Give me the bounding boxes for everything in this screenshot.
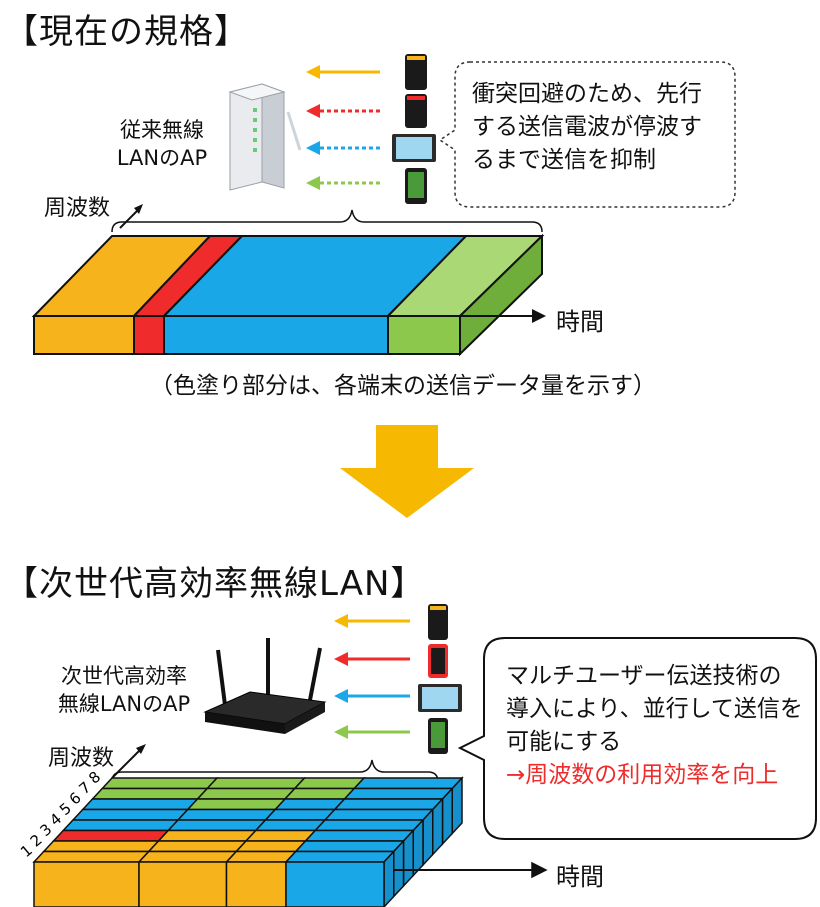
grid-cell xyxy=(244,829,317,842)
grid-front-cell xyxy=(33,861,140,907)
grid-cell xyxy=(254,819,327,832)
grid-cell xyxy=(156,829,258,842)
efficiency-highlight: →周波数の利用効率を向上 xyxy=(506,762,779,788)
grid-cell xyxy=(333,798,445,811)
grid-cell xyxy=(81,798,200,811)
phone-icon xyxy=(428,644,448,678)
tablet-icon xyxy=(392,134,436,162)
phone-icon xyxy=(428,604,448,640)
grid-cell xyxy=(283,787,356,800)
bubble-text-top: 衝突回避のため、先行 する送信電波が停波す るまで送信を抑制 xyxy=(472,81,702,173)
grid-cell xyxy=(303,829,415,842)
grid-cell xyxy=(176,808,277,821)
grid-side xyxy=(451,776,463,836)
router-icon xyxy=(203,638,327,734)
freq-axis-label: 周波数 xyxy=(44,196,111,221)
grid-cell xyxy=(51,829,170,842)
tablet-icon xyxy=(418,684,462,712)
grid-cell xyxy=(61,819,180,832)
arrow-down-icon xyxy=(340,425,474,518)
freq-axis-label: 周波数 xyxy=(48,746,115,771)
legacy-ap-label: 従来無線 LANのAP xyxy=(116,118,208,170)
grid-front-cell xyxy=(138,861,228,907)
bottom-title: 【次世代高効率無線LAN】 xyxy=(4,564,426,604)
grid-side xyxy=(432,797,444,857)
grid-cell xyxy=(100,777,219,790)
channel-usage-bar-top xyxy=(31,233,545,357)
grid-cell xyxy=(263,808,337,821)
grid-cell xyxy=(195,787,297,800)
phone-icon xyxy=(405,54,427,90)
phone-icon xyxy=(405,94,427,128)
grid-side xyxy=(422,807,434,867)
grid-cell xyxy=(32,850,151,863)
legacy-router-icon xyxy=(228,83,302,191)
grid-side xyxy=(402,828,414,888)
grid-cell xyxy=(224,850,298,863)
speech-bubble xyxy=(438,61,736,208)
grid-cell xyxy=(293,777,366,790)
legend-note: （色塗り部分は、各端末の送信データ量を示す） xyxy=(150,373,656,399)
grid-side xyxy=(441,786,453,846)
grid-front-cell xyxy=(225,861,287,907)
time-axis-arrowhead xyxy=(531,861,548,879)
grid-cell xyxy=(352,777,464,790)
grid-cell xyxy=(313,819,425,832)
grid-cell xyxy=(205,777,307,790)
grid-side xyxy=(383,849,395,907)
speech-bubble xyxy=(457,637,817,840)
grid-cell xyxy=(147,840,248,853)
grid-cell xyxy=(342,787,454,800)
grid-cell xyxy=(71,808,190,821)
phone-icon xyxy=(428,718,448,754)
grid-side xyxy=(412,818,424,878)
grid-cell xyxy=(234,840,308,853)
grid-cell xyxy=(137,850,238,863)
grid-cell xyxy=(323,808,435,821)
time-axis-label: 時間 xyxy=(556,863,604,891)
nextgen-ap-label: 次世代高効率 無線LANのAP xyxy=(57,664,191,716)
grid-side xyxy=(393,839,405,899)
signal-arrows-bottom xyxy=(334,614,410,739)
time-axis-label: 時間 xyxy=(556,308,604,336)
grid-front-cell xyxy=(285,861,385,907)
grid-cell xyxy=(42,840,161,853)
signal-arrows-top xyxy=(306,65,380,190)
phone-icon xyxy=(405,168,427,204)
grid-cell xyxy=(90,787,209,800)
grid-cell xyxy=(186,798,287,811)
grid-cell xyxy=(294,840,406,853)
grid-cell xyxy=(284,850,396,863)
bubble-text-bottom: マルチユーザー伝送技術の 導入により、並行して送信を 可能にする →周波数の利用… xyxy=(506,660,803,792)
top-title: 【現在の規格】 xyxy=(4,12,249,52)
grid-cell xyxy=(166,819,268,832)
grid-cell xyxy=(273,798,347,811)
